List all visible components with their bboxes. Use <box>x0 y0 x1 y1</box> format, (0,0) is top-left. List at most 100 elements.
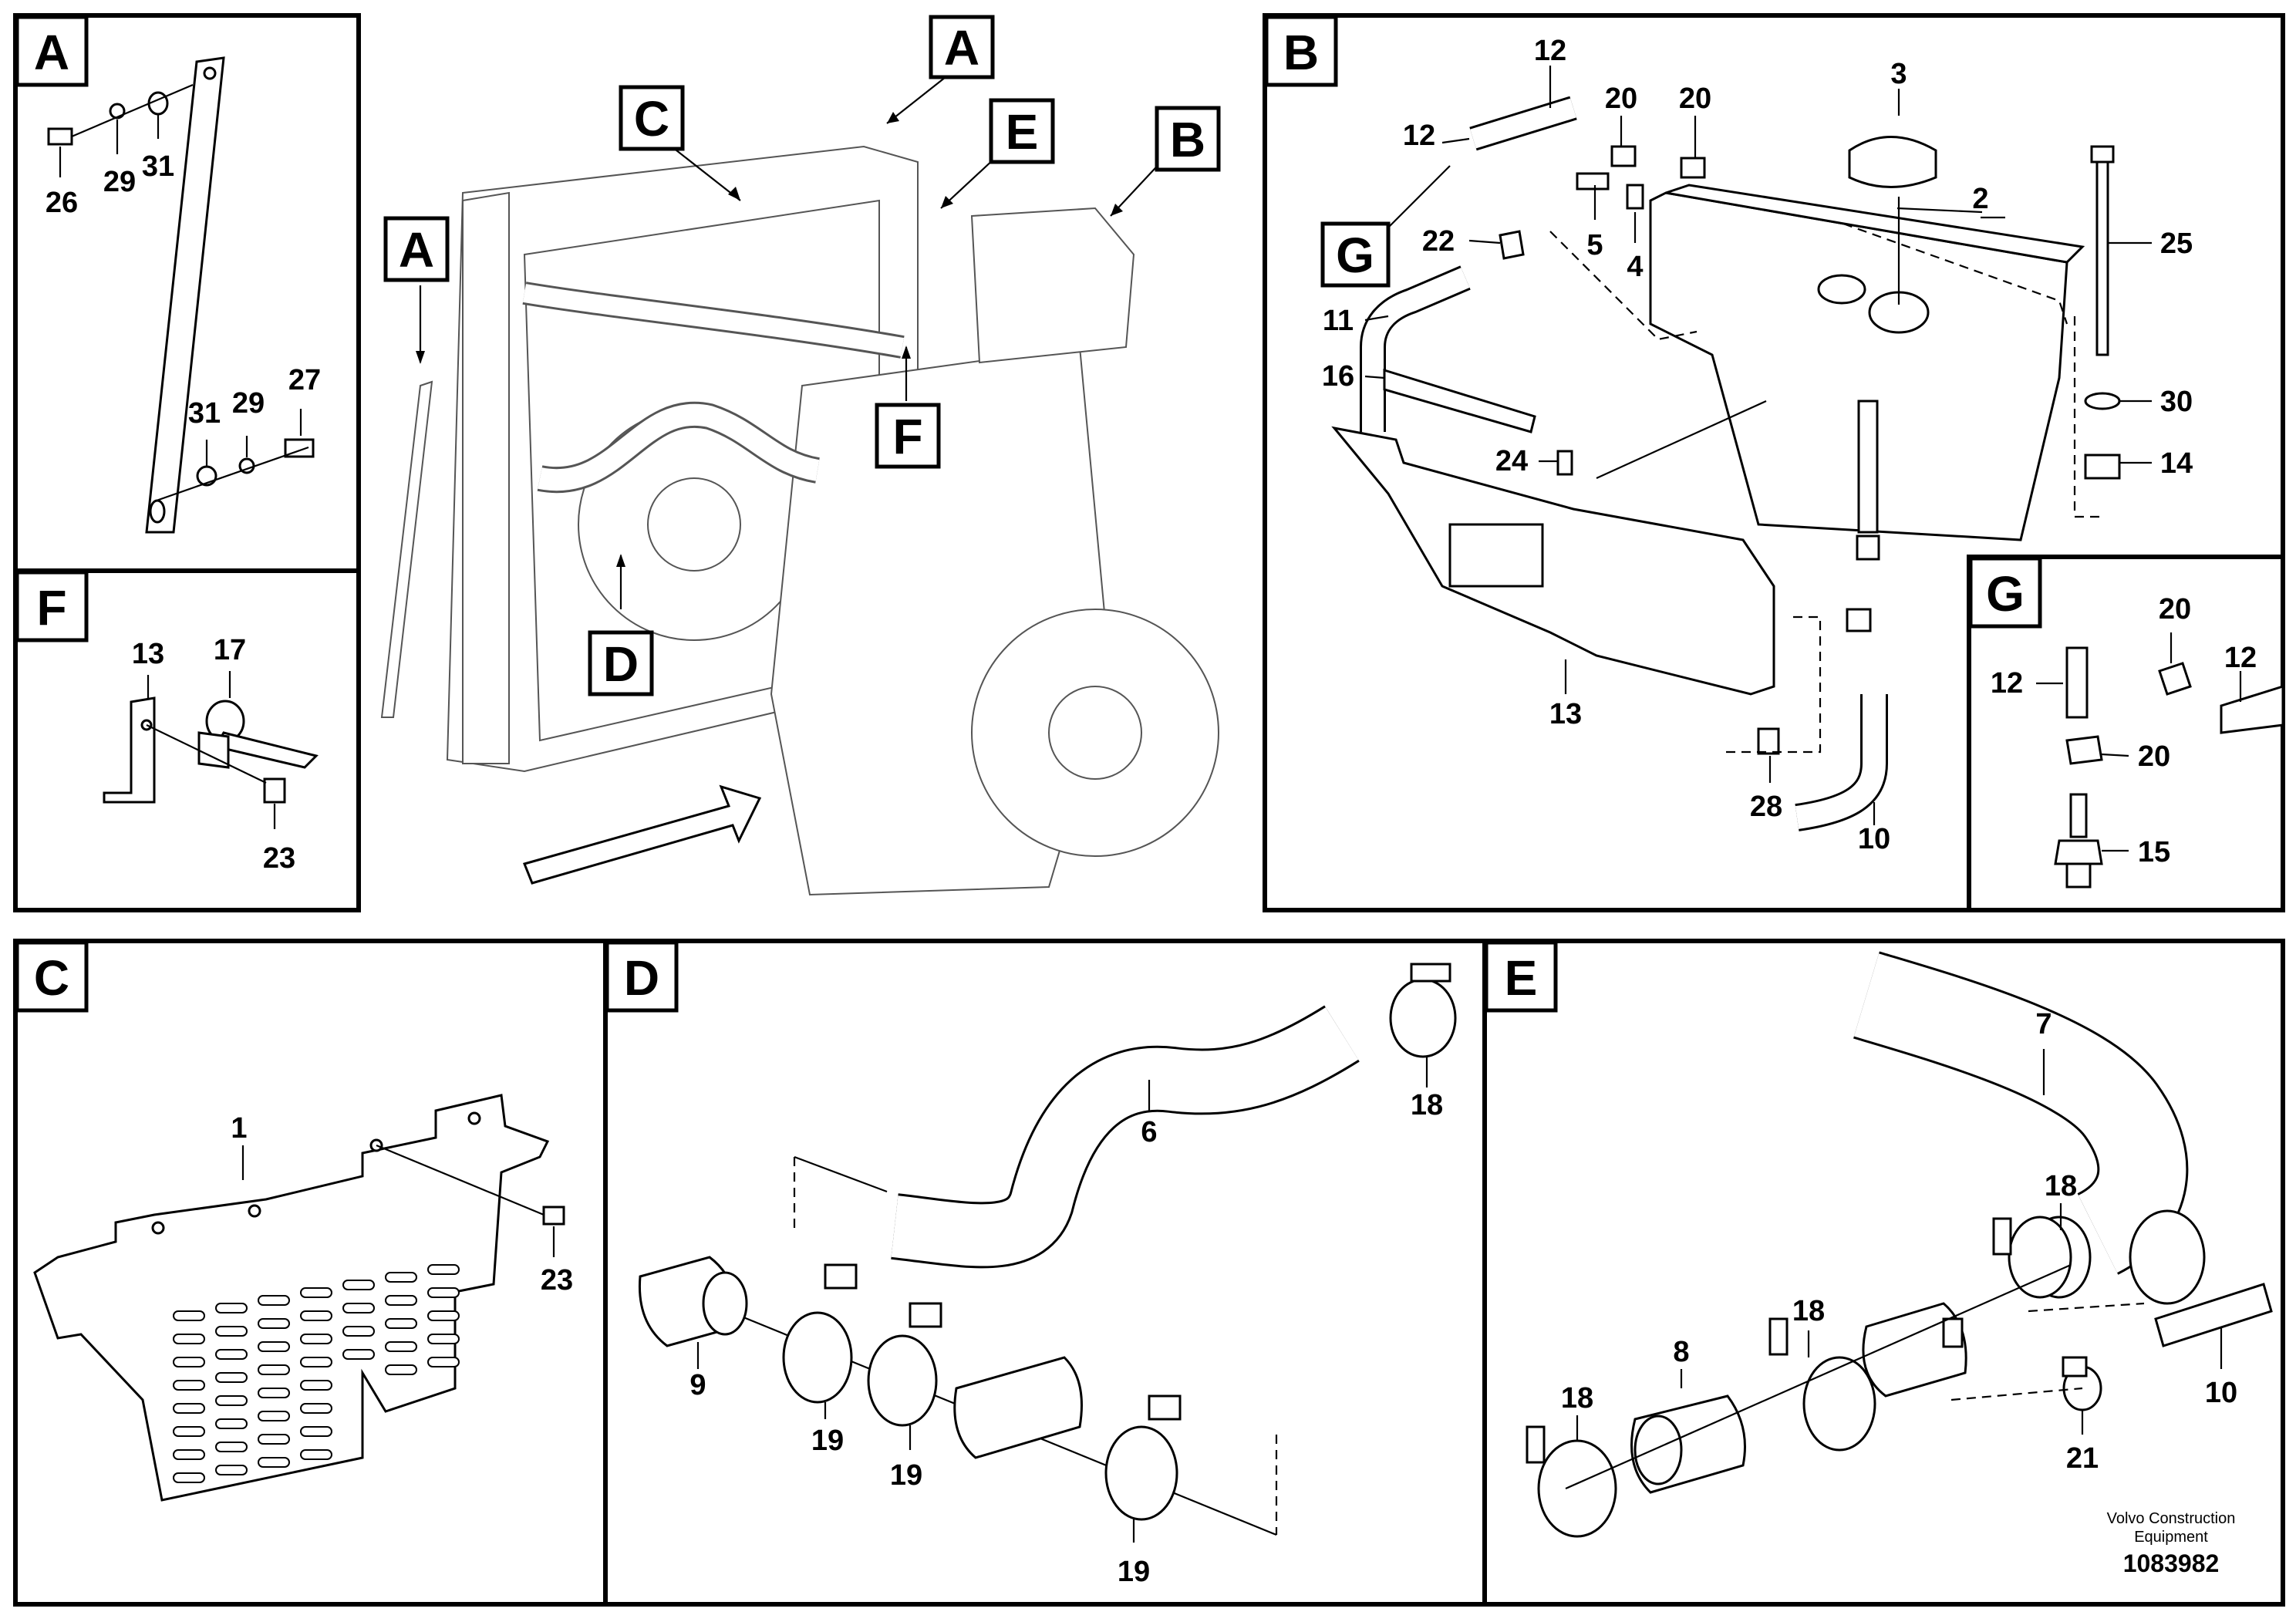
callout-13-B: 13 <box>1549 698 1582 730</box>
overview-callout-A-left: A <box>383 216 450 282</box>
callout-20b: 20 <box>1679 83 1711 115</box>
callout-21: 21 <box>2066 1442 2099 1475</box>
clip-22 <box>1499 230 1525 260</box>
callout-31-lower: 31 <box>188 397 221 430</box>
callout-12-G-right: 12 <box>2224 642 2257 674</box>
panel-B-callout-G-text: G <box>1336 228 1374 283</box>
callout-20a: 20 <box>1605 83 1637 115</box>
guard-plate-1 <box>33 1094 550 1502</box>
stay-rod <box>145 56 225 534</box>
panel-F-tab: F <box>15 570 89 642</box>
bolt-26 <box>47 127 73 146</box>
panel-B-callout-G: G <box>1320 165 1451 288</box>
callout-8: 8 <box>1673 1336 1689 1368</box>
overview-callout-A-top-text: A <box>944 20 979 76</box>
overview-callout-C: C <box>619 85 685 151</box>
callout-19a: 19 <box>811 1425 844 1457</box>
clamp-18-E-bottom <box>1537 1439 1617 1538</box>
callout-17: 17 <box>214 634 246 666</box>
callout-15: 15 <box>2138 836 2170 868</box>
coupling-D-middle <box>953 1356 1083 1459</box>
washer-30 <box>2084 392 2121 410</box>
callout-19c: 19 <box>1118 1556 1150 1588</box>
callout-23-C: 23 <box>541 1264 573 1297</box>
callout-29-lower: 29 <box>232 387 265 420</box>
callout-31: 31 <box>142 150 174 183</box>
callout-20-G-top: 20 <box>2159 593 2191 626</box>
panel-G-tab: G <box>1968 556 2042 629</box>
hose-7 <box>1853 953 2186 1273</box>
callout-12-left: 12 <box>1403 120 1435 152</box>
panel-A-drawing: 26 29 31 27 31 29 <box>46 56 321 534</box>
callout-18-E-middle: 18 <box>1792 1295 1825 1327</box>
overview-callout-B-text: B <box>1170 112 1205 167</box>
callout-3: 3 <box>1890 58 1907 90</box>
pipe-5 <box>1576 172 1610 191</box>
overview-callout-E-text: E <box>1006 104 1039 160</box>
bolt-23-C <box>542 1206 565 1226</box>
hose-10-E <box>2154 1283 2273 1347</box>
panel-C-drawing: 1 23 <box>33 1094 573 1502</box>
panel-E-frame <box>1482 939 2285 1607</box>
callout-16: 16 <box>1322 360 1354 393</box>
clamp-18-D <box>1389 978 1457 1058</box>
panel-B-drawing: 12 12 20 20 3 2 25 22 5 4 11 16 24 13 30… <box>1320 35 2193 855</box>
callout-7: 7 <box>2035 1008 2052 1040</box>
panel-C-letter: C <box>34 950 69 1006</box>
panel-C-tab: C <box>15 940 89 1013</box>
cable-tie-16 <box>1383 368 1536 433</box>
panel-B-tab: B <box>1264 15 1338 87</box>
bolt-24 <box>1556 450 1573 476</box>
callout-6: 6 <box>1141 1116 1157 1148</box>
bolt-28 <box>1757 727 1780 755</box>
panel-F-frame <box>13 568 361 912</box>
clamp-B-outlet <box>1846 608 1872 632</box>
bushing-14 <box>2084 454 2121 480</box>
panel-D-frame <box>603 939 1487 1607</box>
washer-31 <box>147 91 169 116</box>
clamp-20-G-top <box>2158 662 2192 696</box>
clamp-19a <box>782 1311 853 1404</box>
company-line1: Volvo Construction <box>2107 1510 2236 1527</box>
callout-1: 1 <box>231 1112 247 1145</box>
overview-callout-E: E <box>989 98 1055 164</box>
overview-callout-D-text: D <box>603 636 639 692</box>
clamp-19b <box>867 1334 938 1427</box>
panel-G-letter: G <box>1986 566 2025 622</box>
clamp-20a <box>1610 145 1637 167</box>
callout-19b: 19 <box>890 1459 922 1492</box>
callout-11: 11 <box>1323 305 1354 337</box>
bolt-25 <box>2095 153 2109 356</box>
engine-overview: A C A E B F D <box>380 15 1221 896</box>
drawing-number: 1083982 <box>2123 1549 2220 1577</box>
callout-18-E-top: 18 <box>2045 1170 2077 1202</box>
panel-D-letter: D <box>624 950 659 1006</box>
clamp-18-E-top <box>2008 1216 2072 1299</box>
callout-30: 30 <box>2160 386 2193 418</box>
overview-callout-A-left-text: A <box>399 222 434 278</box>
panel-G-frame <box>1967 555 2285 912</box>
panel-B-frame <box>1263 13 2285 912</box>
hose-6 <box>891 1007 1359 1266</box>
expansion-tank-overview <box>970 207 1135 364</box>
callout-27: 27 <box>288 364 321 396</box>
hose-12-G <box>2065 646 2089 719</box>
sensor-stem <box>2069 793 2088 838</box>
callout-25: 25 <box>2160 228 2193 260</box>
callout-28: 28 <box>1750 791 1782 823</box>
bracket-13-B <box>1331 426 1775 696</box>
callout-26: 26 <box>46 187 78 219</box>
overview-callout-D: D <box>588 630 654 696</box>
panel-F-letter: F <box>36 580 66 636</box>
panel-E-drawing: 7 18 18 18 8 10 21 <box>1526 951 2273 1538</box>
cap-3 <box>1848 136 1937 188</box>
bolt-23 <box>263 777 286 804</box>
clamp-19c <box>1104 1425 1178 1521</box>
panel-E-tab: E <box>1484 940 1558 1013</box>
footer: Volvo Construction Equipment 1083982 <box>2107 1510 2236 1577</box>
panel-G-drawing: 20 12 12 20 15 <box>1991 593 2284 889</box>
panel-B-letter: B <box>1283 25 1319 80</box>
overview-callout-C-text: C <box>634 91 669 147</box>
bracket-13 <box>103 696 156 804</box>
overview-callout-B: B <box>1155 106 1221 172</box>
